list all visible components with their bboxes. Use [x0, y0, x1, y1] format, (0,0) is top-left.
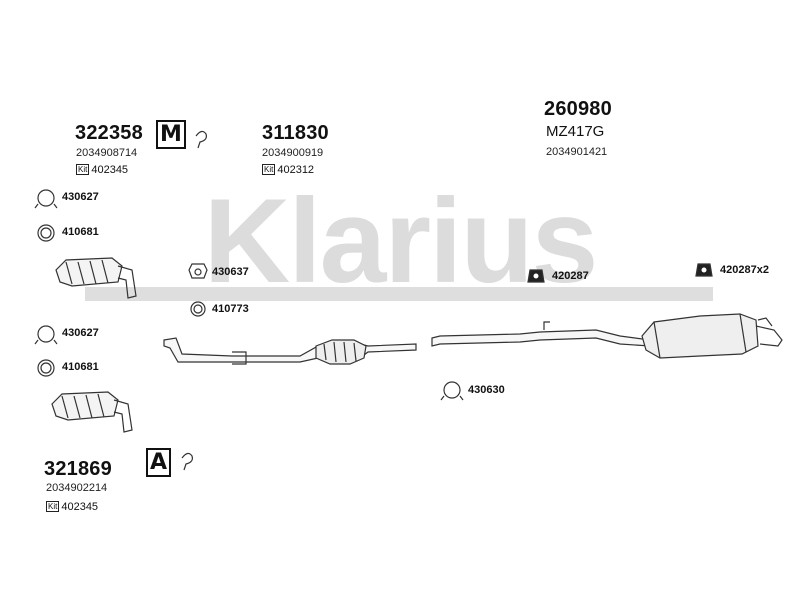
part-number: 322358 — [75, 122, 143, 144]
hook-icon — [181, 452, 193, 471]
kit-label: Kit — [262, 164, 276, 175]
rear-pipe-silencer[interactable] — [431, 313, 783, 359]
oe-code: 2034901421 — [546, 146, 608, 158]
clamp-icon[interactable] — [34, 325, 58, 345]
kit-number: 402312 — [277, 164, 315, 176]
ring-label: 410681 — [62, 226, 99, 238]
kit-label: Kit — [76, 164, 90, 175]
hook-icon — [195, 130, 207, 149]
automatic-badge: A — [146, 448, 172, 477]
front-pipe-catalyst[interactable] — [163, 337, 417, 365]
catalytic-converter-part-1[interactable] — [55, 257, 137, 299]
clamp-label: 430637 — [212, 266, 249, 278]
clamp-icon[interactable] — [440, 381, 464, 401]
ring-icon[interactable] — [37, 359, 55, 377]
clamp-label: 430627 — [62, 327, 99, 339]
kit-number: 402345 — [61, 501, 99, 513]
part-number: 321869 — [44, 458, 112, 480]
oe-code: 2034900919 — [262, 147, 324, 159]
clamp-label: 430627 — [62, 191, 99, 203]
oe-code: 2034902214 — [46, 482, 108, 494]
clamp-label: 430630 — [468, 384, 505, 396]
clamp-icon[interactable] — [34, 189, 58, 209]
badge-letter: A — [146, 448, 172, 477]
catalytic-converter-part-2[interactable] — [51, 391, 133, 433]
kit-number: 402345 — [91, 164, 129, 176]
kit-label: Kit — [46, 501, 60, 512]
hanger-label: 420287x2 — [720, 264, 769, 276]
ring-icon[interactable] — [190, 301, 206, 317]
clamp-icon[interactable] — [188, 263, 208, 279]
ring-label: 410773 — [212, 303, 249, 315]
model-code: MZ417G — [546, 123, 605, 140]
badge-letter: M — [156, 120, 186, 149]
rubber-hanger-icon[interactable] — [695, 263, 713, 277]
rubber-hanger-icon[interactable] — [527, 269, 545, 283]
part-number: 311830 — [262, 122, 329, 144]
ring-icon[interactable] — [37, 224, 55, 242]
oe-code: 2034908714 — [76, 147, 138, 159]
hanger-label: 420287 — [552, 270, 589, 282]
watermark-text: Klarius — [204, 174, 597, 308]
ring-label: 410681 — [62, 361, 99, 373]
part-number: 260980 — [544, 98, 612, 120]
manual-badge: M — [156, 120, 186, 149]
